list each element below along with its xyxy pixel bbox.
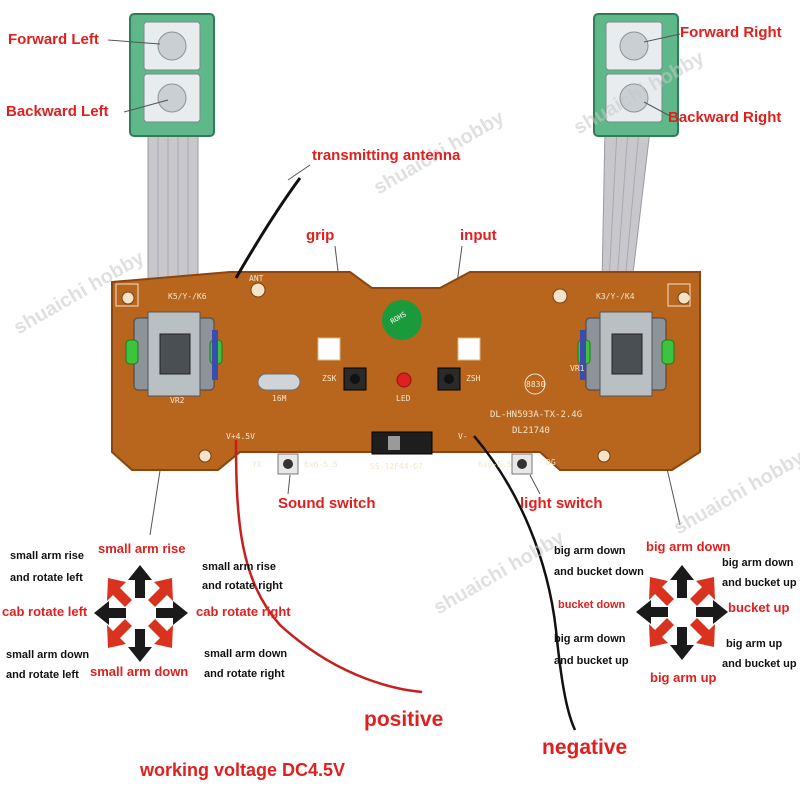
right-upright-line1: big arm down <box>722 557 794 569</box>
pcb-model: DL-HN593A-TX-2.4G <box>490 410 583 420</box>
pcb-vr2: VR2 <box>170 396 185 405</box>
pcb-k5: K5/Y-/K6 <box>168 292 207 301</box>
main-pcb <box>111 271 701 475</box>
pcb-led: LED <box>396 394 411 403</box>
right-upleft-line2: and bucket down <box>554 566 644 578</box>
pcb-sw1: 6x6-5.5 <box>304 460 338 469</box>
left-downright-line2: and rotate right <box>204 668 285 680</box>
pcb-dg: DG <box>546 458 556 467</box>
label-backward-left: Backward Left <box>6 103 109 120</box>
left-down-label: small arm down <box>90 664 189 679</box>
label-backward-right: Backward Right <box>668 109 782 126</box>
right-ribbon-cable <box>601 129 651 283</box>
pcb-yx: YX <box>252 460 262 469</box>
left-downleft-line2: and rotate left <box>6 669 79 681</box>
pcb-crystal: 16M <box>272 394 287 403</box>
right-downleft-line2: and bucket up <box>554 655 629 667</box>
right-downright-line2: and bucket up <box>722 658 797 670</box>
label-forward-right: Forward Right <box>680 24 782 41</box>
right-right-label: bucket up <box>728 600 790 615</box>
left-joystick <box>125 311 223 397</box>
pcb-vr1: VR1 <box>570 364 585 373</box>
right-joystick <box>577 311 675 397</box>
label-grip: grip <box>306 227 335 244</box>
label-forward-left: Forward Left <box>8 31 99 48</box>
right-down-label: big arm up <box>650 670 717 685</box>
pcb-k3: K3/Y-/K4 <box>596 292 635 301</box>
positive-wire <box>234 439 423 694</box>
pcb-code: DL21740 <box>512 426 550 436</box>
label-antenna: transmitting antenna <box>312 147 461 164</box>
left-arrow-cluster <box>94 565 188 662</box>
left-upright-line2: and rotate right <box>202 580 283 592</box>
pcb-sw2: 6x6-5.5 <box>478 460 512 469</box>
left-ribbon-cable <box>147 129 199 283</box>
left-upleft-line1: small arm rise <box>10 550 84 562</box>
label-negative: negative <box>542 736 628 759</box>
negative-wire <box>473 435 577 731</box>
right-arrow-cluster <box>636 565 728 660</box>
right-left-label: bucket down <box>558 599 626 611</box>
label-voltage: working voltage DC4.5V <box>140 760 346 780</box>
left-left-label: cab rotate left <box>2 604 88 619</box>
left-downleft-line1: small arm down <box>6 649 90 661</box>
left-upleft-line2: and rotate left <box>10 572 83 584</box>
left-up-label: small arm rise <box>98 541 186 556</box>
left-downright-line1: small arm down <box>204 648 288 660</box>
label-positive: positive <box>364 708 444 731</box>
right-downleft-line1: big arm down <box>554 633 626 645</box>
pcb-vplus: V+4.5V <box>226 432 255 441</box>
right-upleft-line1: big arm down <box>554 545 626 557</box>
pcb-zsh: ZSH <box>466 374 481 383</box>
label-light-switch: light switch <box>520 495 603 512</box>
pcb-slide: SS-12F44-G7 <box>370 462 423 471</box>
led <box>396 372 412 388</box>
pcb-ant: ANT <box>249 274 264 283</box>
label-sound-switch: Sound switch <box>278 495 376 512</box>
left-upright-line1: small arm rise <box>202 561 276 573</box>
right-button-board <box>593 13 679 137</box>
right-downright-line1: big arm up <box>726 638 783 650</box>
antenna-wire <box>234 177 302 279</box>
pcb-zsk: ZSK <box>322 374 337 383</box>
label-input: input <box>460 227 497 244</box>
pcb-ic: 8830 <box>526 380 546 389</box>
pcb-vminus: V- <box>458 432 468 441</box>
right-upright-line2: and bucket up <box>722 577 797 589</box>
right-up-label: big arm down <box>646 539 731 554</box>
left-right-label: cab rotate right <box>196 604 291 619</box>
left-button-board <box>129 13 215 137</box>
rohs-badge <box>382 300 422 340</box>
